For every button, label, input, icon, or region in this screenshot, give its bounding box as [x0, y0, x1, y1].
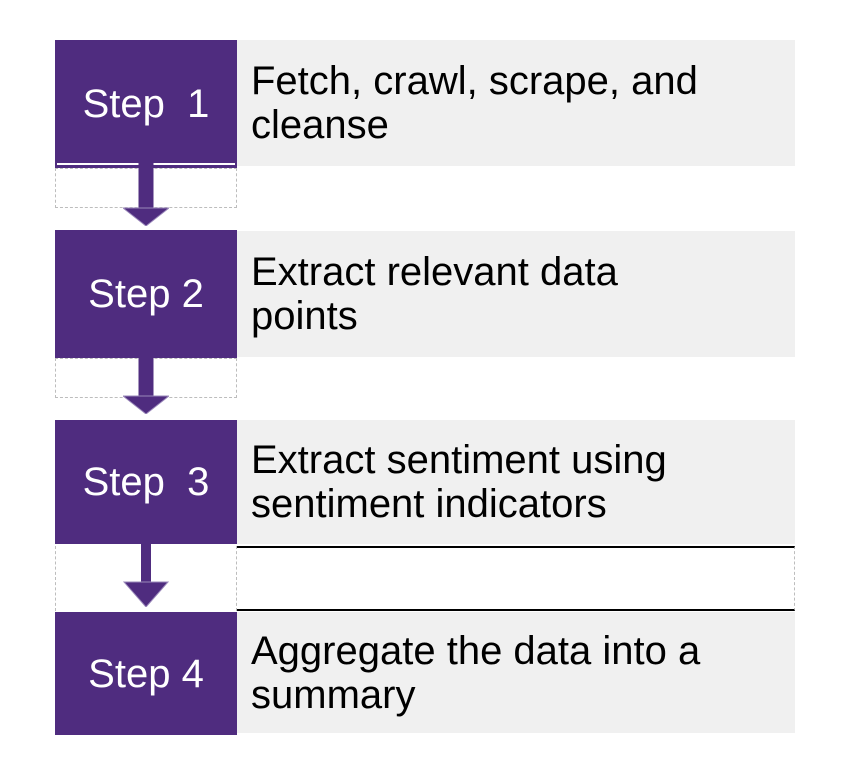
step-1-box: Step 1: [55, 40, 237, 168]
step-4-description-line2: summary: [251, 672, 416, 717]
step-2-box: Step 2: [55, 230, 237, 358]
step-3-description-line2: sentiment indicators: [251, 482, 607, 526]
arrow-down-icon: [123, 350, 169, 414]
step-1-label: Step 1: [82, 82, 210, 126]
step-4-description-box: Aggregate the data into a summary: [237, 612, 795, 733]
step-2-description-line1: Extract relevant data: [251, 250, 618, 294]
step-4-description-line1: Aggregate the data into a: [251, 628, 701, 673]
arrow-down-icon: [123, 162, 169, 226]
step-2-description-line2: points: [251, 294, 358, 338]
step-3-label: Step 3: [82, 460, 210, 504]
step-4-label: Step 4: [88, 651, 204, 696]
step-2-description-box: Extract relevant data points: [237, 231, 795, 357]
step-2-label: Step 2: [88, 272, 204, 316]
step-4-box: Step 4: [55, 612, 237, 735]
connector-band-3: [237, 546, 795, 611]
arrow-down-icon: [123, 543, 169, 607]
step-3-description-box: Extract sentiment using sentiment indica…: [237, 420, 795, 544]
step-1-description-line1: Fetch, crawl, scrape, and: [251, 59, 698, 103]
step-3-description-line1: Extract sentiment using: [251, 438, 667, 482]
step-1-description-box: Fetch, crawl, scrape, and cleanse: [237, 40, 795, 166]
step-1-description-line2: cleanse: [251, 103, 389, 147]
step-3-box: Step 3: [55, 420, 237, 544]
